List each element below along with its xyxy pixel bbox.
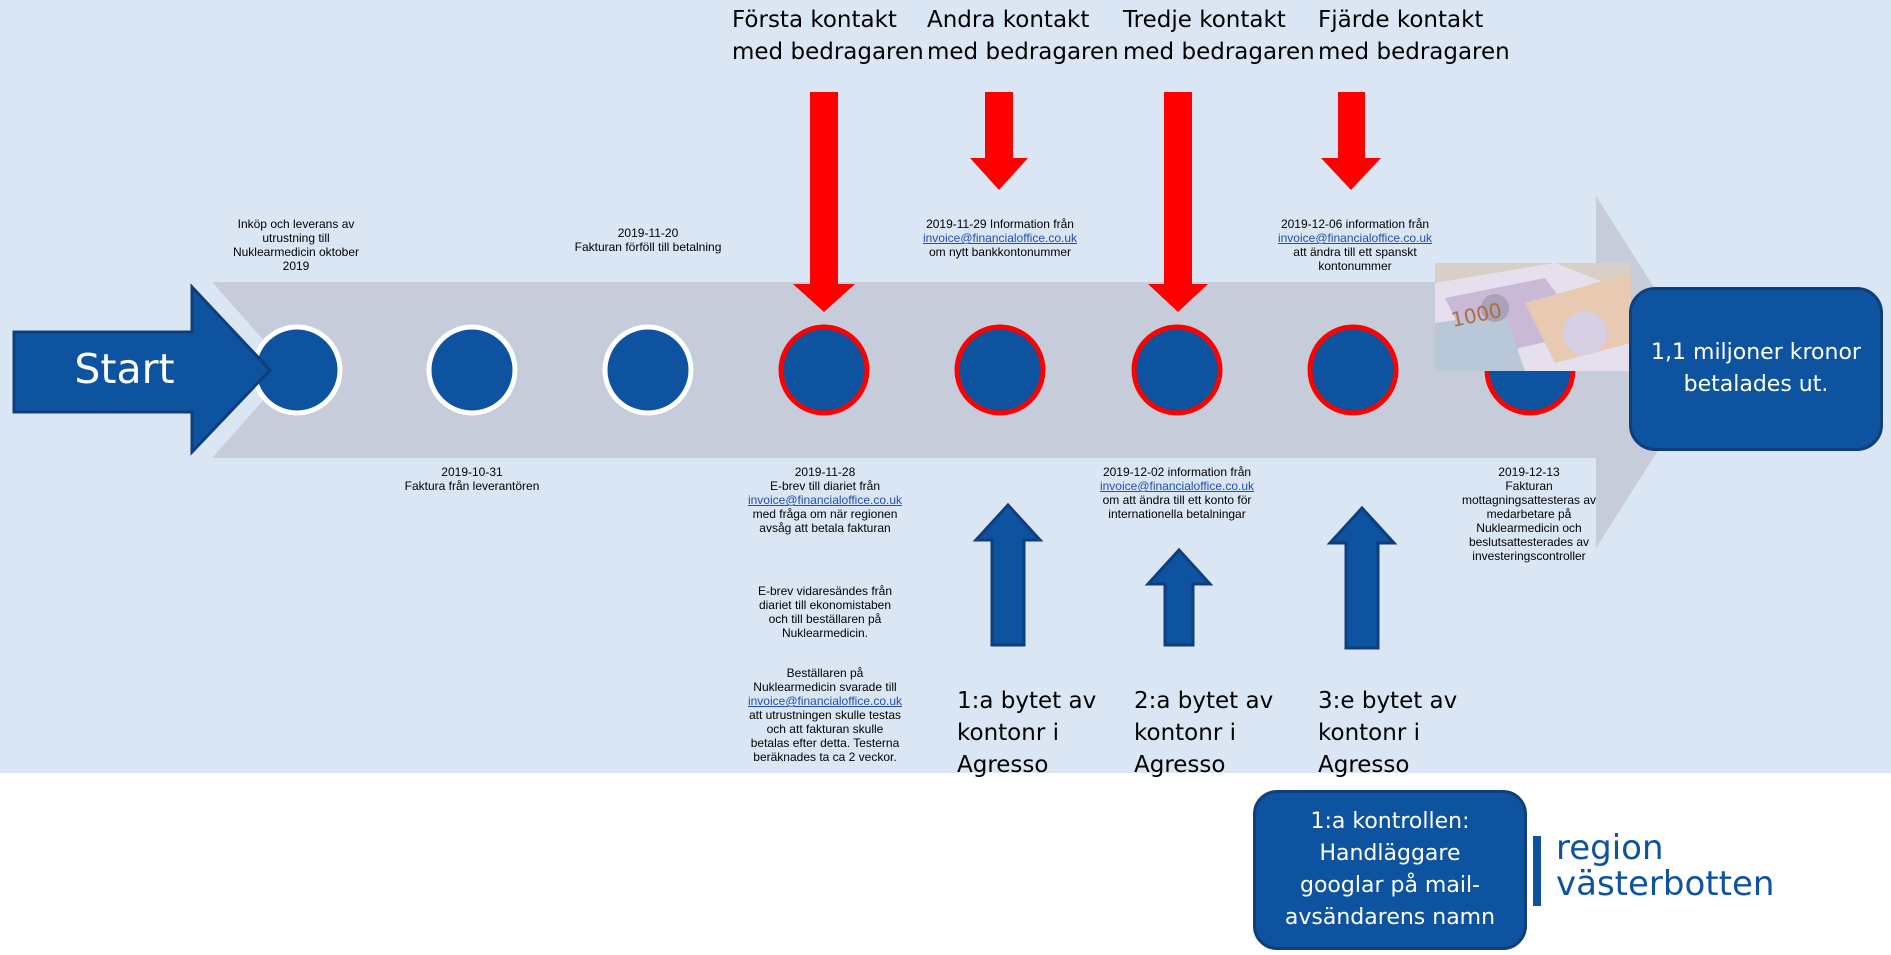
blue-up-arrow-1: [972, 502, 1044, 647]
red-arrow-2: [970, 92, 1028, 190]
email-link[interactable]: invoice@financialoffice.co.uk: [1277, 231, 1433, 245]
email-link[interactable]: invoice@financialoffice.co.uk: [747, 694, 903, 708]
blue-up-arrow-3: [1326, 505, 1398, 650]
red-arrow-3: [1148, 92, 1208, 312]
email-link[interactable]: invoice@financialoffice.co.uk: [747, 493, 903, 507]
email-link[interactable]: invoice@financialoffice.co.uk: [1099, 479, 1255, 493]
timeline-node-7: [1307, 324, 1399, 416]
event-bottom-1202: 2019-12-02 information från invoice@fina…: [1099, 465, 1255, 521]
event-top-due: 2019-11-20 Fakturan förföll till betalni…: [574, 226, 722, 254]
event-top-1129: 2019-11-29 Information från invoice@fina…: [922, 217, 1078, 259]
red-arrow-1: [793, 92, 855, 312]
event-bottom-1128: 2019-11-28 E-brev till diariet från invo…: [747, 465, 903, 535]
start-label: Start: [74, 345, 175, 393]
event-bottom-reply: Beställaren på Nuklearmedicin svarade ti…: [747, 666, 903, 764]
payout-box: 1,1 miljoner kronor betalades ut.: [1629, 287, 1883, 451]
timeline-node-2: [426, 324, 518, 416]
event-top-purchase: Inköp och leverans av utrustning till Nu…: [232, 217, 360, 273]
timeline-node-6: [1131, 324, 1223, 416]
start-arrow: [12, 283, 273, 456]
event-bottom-1031: 2019-10-31 Faktura från leverantören: [404, 465, 540, 493]
banknotes-image: 1000: [1435, 263, 1631, 371]
red-arrow-4: [1321, 92, 1381, 190]
email-link[interactable]: invoice@financialoffice.co.uk: [922, 231, 1078, 245]
control-box: 1:a kontrollen: Handläggare googlar på m…: [1253, 790, 1527, 950]
timeline-node-3: [602, 324, 694, 416]
logo-bar: [1533, 836, 1541, 906]
timeline-node-4: [778, 324, 870, 416]
event-top-1206: 2019-12-06 information från invoice@fina…: [1277, 217, 1433, 273]
event-bottom-1213: 2019-12-13 Fakturan mottagningsattestera…: [1461, 465, 1597, 563]
timeline-node-5: [954, 324, 1046, 416]
event-bottom-forward: E-brev vidaresändes från diariet till ek…: [757, 584, 893, 640]
blue-up-arrow-2: [1144, 547, 1214, 647]
